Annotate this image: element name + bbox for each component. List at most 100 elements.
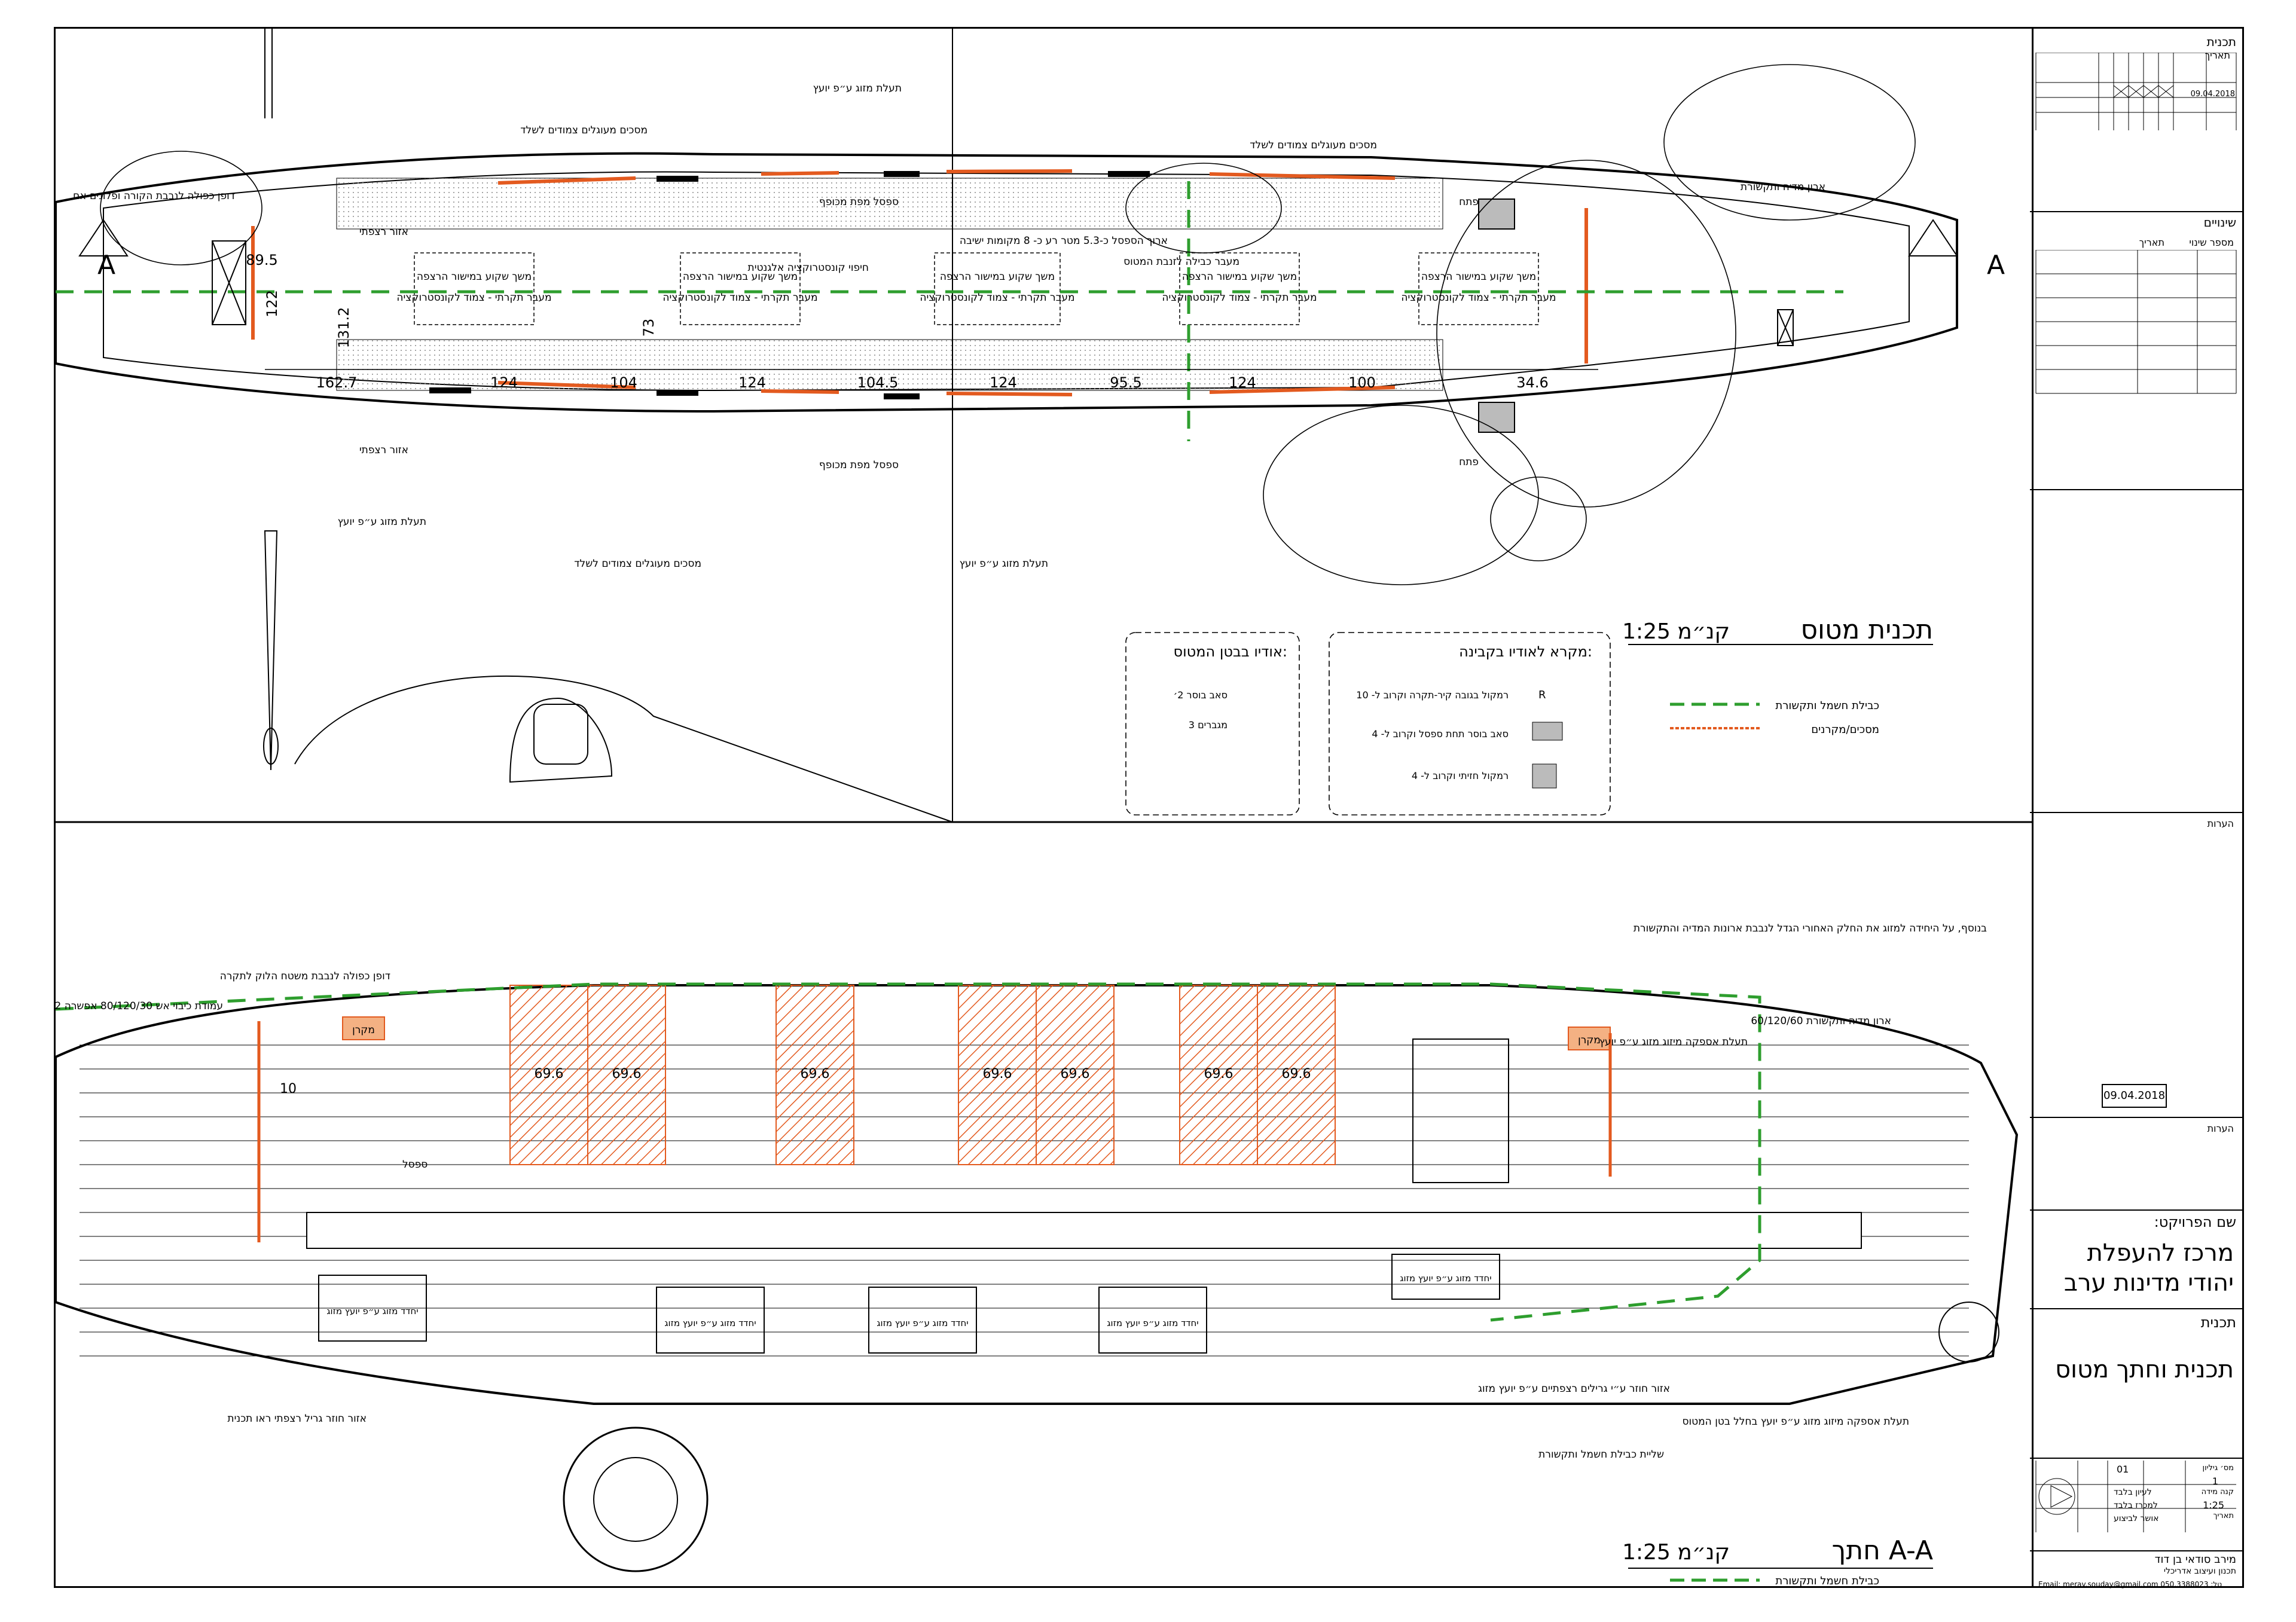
drawing-frame: A A תעלת מזוג ע״פ יועץ מסכים מעוג [0, 27, 2034, 1588]
plan-callout-fabric-bottom: מסכים מעוגלים צמודים לשלד [574, 558, 701, 570]
status-approved: אושר לביצוע [2114, 1514, 2159, 1523]
changes-col-date: תאריך [2139, 237, 2164, 248]
project-label: שם הפרויקט: [2154, 1214, 2236, 1230]
dim-73: 73 [640, 319, 657, 337]
plan-view: A A תעלת מזוג ע״פ יועץ מסכים מעוג [54, 29, 2005, 823]
dim-89-5: 89.5 [246, 252, 277, 268]
seat-module-4 [1179, 252, 1300, 325]
plan-door-top: פתח [1459, 196, 1479, 208]
plan-bench-label-top: ספסל מפת מכופף [819, 196, 899, 208]
section-cable-path [55, 982, 1761, 1322]
svg-text:A: A [1987, 250, 2005, 280]
rev-date: 09.04.2018 [2190, 90, 2235, 99]
section-marker-left: A [78, 219, 129, 280]
project-name-2: יהודי מדינות ערב [2063, 1269, 2234, 1297]
section-callout-cable: שליית כבילת חשמל ותקשורת [1538, 1449, 1664, 1461]
revisions-header: תכנית [2206, 35, 2236, 49]
landing-wheel [563, 1426, 709, 1572]
section-marker-right: A [1908, 219, 2005, 280]
dim-104: 104 [610, 374, 637, 391]
meta-grid [2035, 1461, 2236, 1532]
plan-callout-ac-top: תעלת מזוג ע״פ יועץ [813, 83, 902, 94]
section-callout-closet: ארון מדיה ותקשורת 60/120/60 [1751, 1015, 1891, 1027]
dim-100: 100 [1348, 374, 1376, 391]
designer-name: מירב סודאי בן דוד [2154, 1553, 2236, 1566]
seat-module-5 [1418, 252, 1539, 325]
legend-speaker-sr: סאב בוסר תחת ספסל וקרוב ל- 4 [1372, 728, 1509, 740]
plan-legend-screens: מסכים/מקרנים [1811, 723, 1879, 736]
plan-scale: קנ״מ 1:25 [1622, 619, 1730, 644]
ac-unit-1: יחדד מזוג ע״פ יועץ מזוג [664, 1318, 756, 1328]
plan-legend-cable: כבילת חשמל ותקשורת [1775, 699, 1879, 712]
propeller-shape [264, 530, 278, 771]
section-callout-floor-grille: אזור חוזר גריל רצפתי ראו תכנית [227, 1413, 367, 1425]
plan-callout-fabric-top: מסכים מעוגלים צמודים לשלד [520, 124, 648, 136]
stamp-date: 09.04.2018 [2102, 1084, 2167, 1108]
dim-95-5: 95.5 [1110, 374, 1141, 391]
changes-header: שינויים [2203, 215, 2236, 230]
designer-role: תכנון ועיצוב אדריכלי [2163, 1566, 2236, 1576]
screen-width-1: 69.6 [535, 1067, 564, 1082]
legend-speakers: מקרא לאודיו בקבינה: רמקול בגובה קיר-תקרה… [1329, 632, 1611, 815]
plan-label: תכנית [2200, 1314, 2236, 1331]
revision-grid [2035, 53, 2237, 130]
section-callout-right: בנוסף, על היחידה למזוג את החלק האחורי הג… [1634, 923, 1987, 934]
plan-cable-tray-note: מעבר כבילה לזנבת המטוס [1123, 256, 1239, 268]
section-title-block: חתך A-A קנ״מ 1:25 [1622, 1535, 1933, 1569]
legend-audio-item-1: סאב בוסר 2׳ [1174, 689, 1228, 701]
plan-cloud-left: דופן כפולה לנבבת הקורה ופלונים אם [73, 190, 235, 202]
plan-callout-ac-bottom: תעלת מזוג ע״פ יועץ [960, 558, 1048, 570]
dim-124-d: 124 [1229, 374, 1256, 391]
section-callout-ac-bottom: תעלת אספקה מיזוג מזוג ע״פ יועץ בחלל בטן … [1682, 1416, 1909, 1428]
section-callout-top-left: דופן כפולה לנבבת משטח הלוק לתקרה [220, 970, 390, 982]
seat-label-3: משך שקוע במישור הרצפה [940, 271, 1055, 283]
legend-speakers-title: מקרא לאודיו בקבינה: [1459, 643, 1592, 660]
plan-structure-note: חיפוי קונסטרוקציה אלגנטית [748, 262, 869, 274]
seat-sub-4: מעבר תקרתי - צמוד לקונסטרוקציה [1162, 292, 1317, 304]
section-line-legend: כבילת חשמל ותקשורת [1670, 1575, 1879, 1587]
screen-width-3: 69.6 [801, 1067, 830, 1082]
notes2-label: הערות [2207, 1123, 2234, 1134]
fuselage-outline [54, 152, 1958, 413]
seat-sub-3: מעבר תקרתי - צמוד לקונסטרוקציה [920, 292, 1074, 304]
designer-contact: Email: merav.souday@gmail.com 050.338802… [2038, 1580, 2222, 1589]
title-block: תכנית תאריך 09.04.2018 שינויים מספר שינו… [2030, 27, 2244, 1589]
seat-label-4: משך שקוע במישור הרצפה [1182, 271, 1297, 283]
section-fuselage [54, 984, 2019, 1405]
drawing-canvas: A A תעלת מזוג ע״פ יועץ מסכים מעוג [0, 29, 2032, 1587]
section-floor [306, 1212, 1862, 1249]
status-tender: למכרז בלבד [2114, 1501, 2158, 1510]
plan-bench-label-bottom: ספסל מפת מכופף [819, 459, 899, 471]
dim-124-a: 124 [490, 374, 518, 391]
ac-unit-2: יחדד מזוג ע״פ יועץ מזוג [877, 1318, 968, 1328]
svg-text:A: A [97, 250, 115, 280]
seat-sub-1: מעבר תקרתי - צמוד לקונסטרוקציה [396, 292, 551, 304]
wing-outline [294, 675, 953, 823]
dim-34-6: 34.6 [1516, 374, 1548, 391]
screen-width-5: 69.6 [1061, 1067, 1090, 1082]
section-scale: קנ״מ 1:25 [1622, 1540, 1730, 1565]
legend-audio: אודיו בבטן המטוס: סאב בוסר 2׳ 3 מגברים [1125, 632, 1300, 815]
section-callout-ac: תעלת אספקה מיזוג מזוג ע״פ יועץ [1599, 1036, 1748, 1048]
changes-grid [2035, 250, 2237, 394]
notes1-label: הערות [2207, 818, 2234, 829]
ac-unit-5: יחדד מזוג ע״פ יועץ מזוג [1400, 1273, 1491, 1284]
plan-line-legend: כבילת חשמל ותקשורת מסכים/מקרנים [1670, 699, 1879, 736]
plan-closet-note: ארון מדיה ותקשורת [1741, 181, 1825, 193]
screen-width-4: 69.6 [983, 1067, 1012, 1082]
plan-floor-raise-top: אזור רצפתי [359, 226, 408, 238]
section-door-panel [1412, 1038, 1509, 1183]
plan-seats-note: ארוך הספסל כ-5.3 מטר רע כ- 8 מקומות ישיב… [960, 235, 1168, 247]
projector-left [342, 1016, 385, 1040]
ac-unit-4: יחדד מזוג ע״פ יועץ מזוג [326, 1306, 418, 1316]
seat-label-5: משך שקוע במישור הרצפה [1421, 271, 1536, 283]
screen-width-2: 69.6 [612, 1067, 642, 1082]
plan-callout-fabric-right: מסכים מעוגלים צמודים לשלד [1250, 139, 1377, 151]
section-callout-return: אזור חוזר ע״י גרילים רצפתיים ע״פ יועץ מז… [1478, 1383, 1670, 1395]
screen-width-6: 69.6 [1204, 1067, 1234, 1082]
dim-124-b: 124 [738, 374, 766, 391]
legend-audio-title: אודיו בבטן המטוס: [1174, 643, 1287, 660]
legend-audio-item-2: 3 מגברים [1189, 719, 1228, 731]
legend-speaker-r-code: R [1538, 689, 1546, 701]
plan-title: תכנית מטוס [1800, 615, 1933, 645]
